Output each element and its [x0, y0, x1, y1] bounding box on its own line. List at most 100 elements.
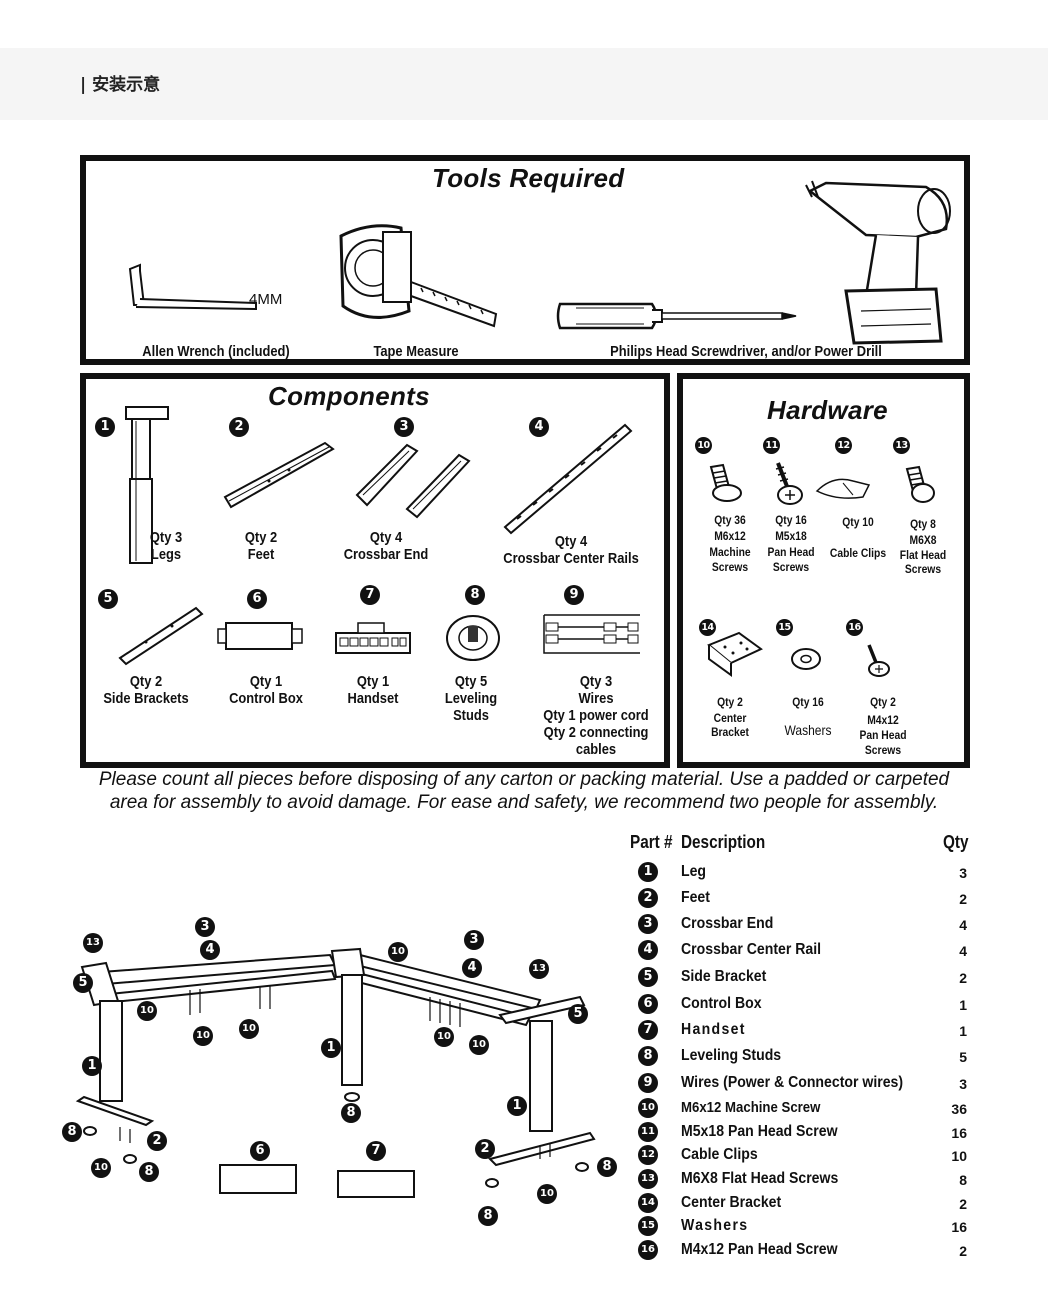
- callout-8-right: 8: [597, 1157, 617, 1177]
- hardware-l1-10: M6x12: [714, 529, 746, 543]
- hardware-qty-10: Qty 36: [714, 513, 746, 527]
- table-row: 9 Wires (Power & Connector wires) 3: [628, 1073, 973, 1097]
- part-qty: 4: [959, 917, 967, 933]
- part-description: M6x12 Machine Screw: [681, 1099, 821, 1116]
- callout-3-left: 3: [195, 917, 215, 937]
- callout-13-right: 13: [529, 959, 549, 979]
- callout-1-left: 1: [82, 1056, 102, 1076]
- table-row: 13 M6X8 Flat Head Screws 8: [628, 1169, 973, 1193]
- power-drill-icon: [805, 180, 951, 345]
- callout-1-center: 1: [321, 1038, 341, 1058]
- hardware-title: Hardware: [767, 395, 888, 425]
- table-row: 2 Feet 2: [628, 888, 973, 912]
- part-description: Leveling Studs: [681, 1047, 782, 1064]
- callout-10-bottom-left: 10: [91, 1158, 111, 1178]
- side-bracket-icon: [118, 606, 204, 666]
- table-row: 5 Side Bracket 2: [628, 967, 973, 991]
- hardware-qty-14: Qty 2: [717, 695, 743, 709]
- crossbar-center-rail-icon: [503, 423, 633, 535]
- part-number-badge: 7: [638, 1020, 658, 1040]
- component-qty-2: Qty 2: [244, 529, 278, 546]
- hardware-l2-14: Bracket: [711, 725, 749, 739]
- callout-8-center: 8: [341, 1103, 361, 1123]
- component-name-9c: Qty 2 connecting: [543, 724, 649, 741]
- part-description: Wires (Power & Connector wires): [681, 1074, 904, 1091]
- hardware-badge-14: 14: [699, 619, 716, 636]
- flat-head-screw-icon: [905, 465, 935, 503]
- hardware-qty-12: Qty 10: [842, 515, 874, 529]
- hardware-badge-10: 10: [695, 437, 712, 454]
- part-number-badge: 16: [638, 1240, 658, 1260]
- callout-2-right: 2: [475, 1139, 495, 1159]
- parts-col-part: Part #: [630, 832, 673, 852]
- component-badge-6: 6: [247, 589, 267, 609]
- page-header: | 安装示意: [0, 48, 1048, 120]
- tool-label-allen-wrench: Allen Wrench (included): [142, 343, 290, 360]
- component-name-1: Legs: [150, 546, 182, 563]
- table-row: 15 Washers 16: [628, 1216, 973, 1240]
- part-qty: 4: [959, 943, 967, 959]
- parts-col-description: Description: [681, 832, 766, 852]
- assembly-note-line1: Please count all pieces before disposing…: [98, 769, 950, 790]
- part-qty: 36: [951, 1101, 967, 1117]
- tools-required-box: Tools Required 4MM Allen Wrench (include…: [80, 155, 970, 365]
- hardware-qty-13: Qty 8: [910, 517, 936, 531]
- part-description: Crossbar End: [681, 915, 774, 932]
- part-number-badge: 8: [638, 1046, 658, 1066]
- part-qty: 5: [959, 1049, 967, 1065]
- part-qty: 2: [959, 1243, 967, 1259]
- leg-icon: [125, 406, 169, 564]
- callout-8-left-b: 8: [139, 1162, 159, 1182]
- callout-7: 7: [366, 1141, 386, 1161]
- components-title: Components: [268, 381, 430, 411]
- callout-10-right-b: 10: [469, 1035, 489, 1055]
- callout-5-left: 5: [73, 973, 93, 993]
- part-number-badge: 5: [638, 967, 658, 987]
- tool-label-tape-measure: Tape Measure: [373, 343, 459, 360]
- machine-screw-icon: [709, 463, 742, 502]
- part-number-badge: 3: [638, 914, 658, 934]
- center-bracket-icon: [707, 631, 763, 677]
- component-name-4: Crossbar Center Rails: [503, 550, 639, 567]
- component-name-8b: Studs: [453, 707, 489, 724]
- hardware-l3-10: Screws: [711, 560, 749, 574]
- component-name-3: Crossbar End: [343, 546, 429, 563]
- part-number-badge: 10: [638, 1098, 658, 1118]
- part-qty: 2: [959, 970, 967, 986]
- callout-1-right: 1: [507, 1096, 527, 1116]
- callout-6: 6: [250, 1141, 270, 1161]
- part-description: M5x18 Pan Head Screw: [681, 1123, 838, 1140]
- hardware-qty-15: Qty 16: [792, 695, 824, 709]
- hardware-badge-16: 16: [846, 619, 863, 636]
- component-name-6: Control Box: [229, 690, 303, 707]
- table-row: 6 Control Box 1: [628, 994, 973, 1018]
- hardware-l1-14: Center: [713, 711, 747, 725]
- hardware-l1-15: Washers: [784, 722, 832, 738]
- callout-2-left: 2: [147, 1131, 167, 1151]
- callout-10-left-b: 10: [193, 1026, 213, 1046]
- part-description: Side Bracket: [681, 968, 767, 985]
- part-qty: 16: [951, 1219, 967, 1235]
- table-row: 8 Leveling Studs 5: [628, 1046, 973, 1070]
- component-name-9: Wires: [578, 690, 614, 707]
- component-qty-5: Qty 2: [129, 673, 163, 690]
- hardware-l3-16: Screws: [864, 743, 902, 757]
- screwdriver-icon: [556, 302, 797, 330]
- callout-10-left-a: 10: [137, 1001, 157, 1021]
- component-name-2: Feet: [247, 546, 275, 563]
- component-badge-2: 2: [229, 417, 249, 437]
- part-number-badge: 2: [638, 888, 658, 908]
- part-description: Handset: [681, 1021, 746, 1038]
- part-number-badge: 4: [638, 940, 658, 960]
- table-row: 7 Handset 1: [628, 1020, 973, 1044]
- assembly-note-line2: area for assembly to avoid damage. For e…: [109, 792, 939, 813]
- part-number-badge: 6: [638, 994, 658, 1014]
- foot-icon: [223, 441, 335, 509]
- callout-5-right: 5: [568, 1004, 588, 1024]
- wires-icon: [543, 614, 640, 654]
- table-row: 1 Leg 3: [628, 862, 973, 886]
- part-description: Crossbar Center Rail: [681, 941, 822, 958]
- part-qty: 3: [959, 1076, 967, 1092]
- component-badge-9: 9: [564, 585, 584, 605]
- cable-clip-icon: [815, 478, 871, 499]
